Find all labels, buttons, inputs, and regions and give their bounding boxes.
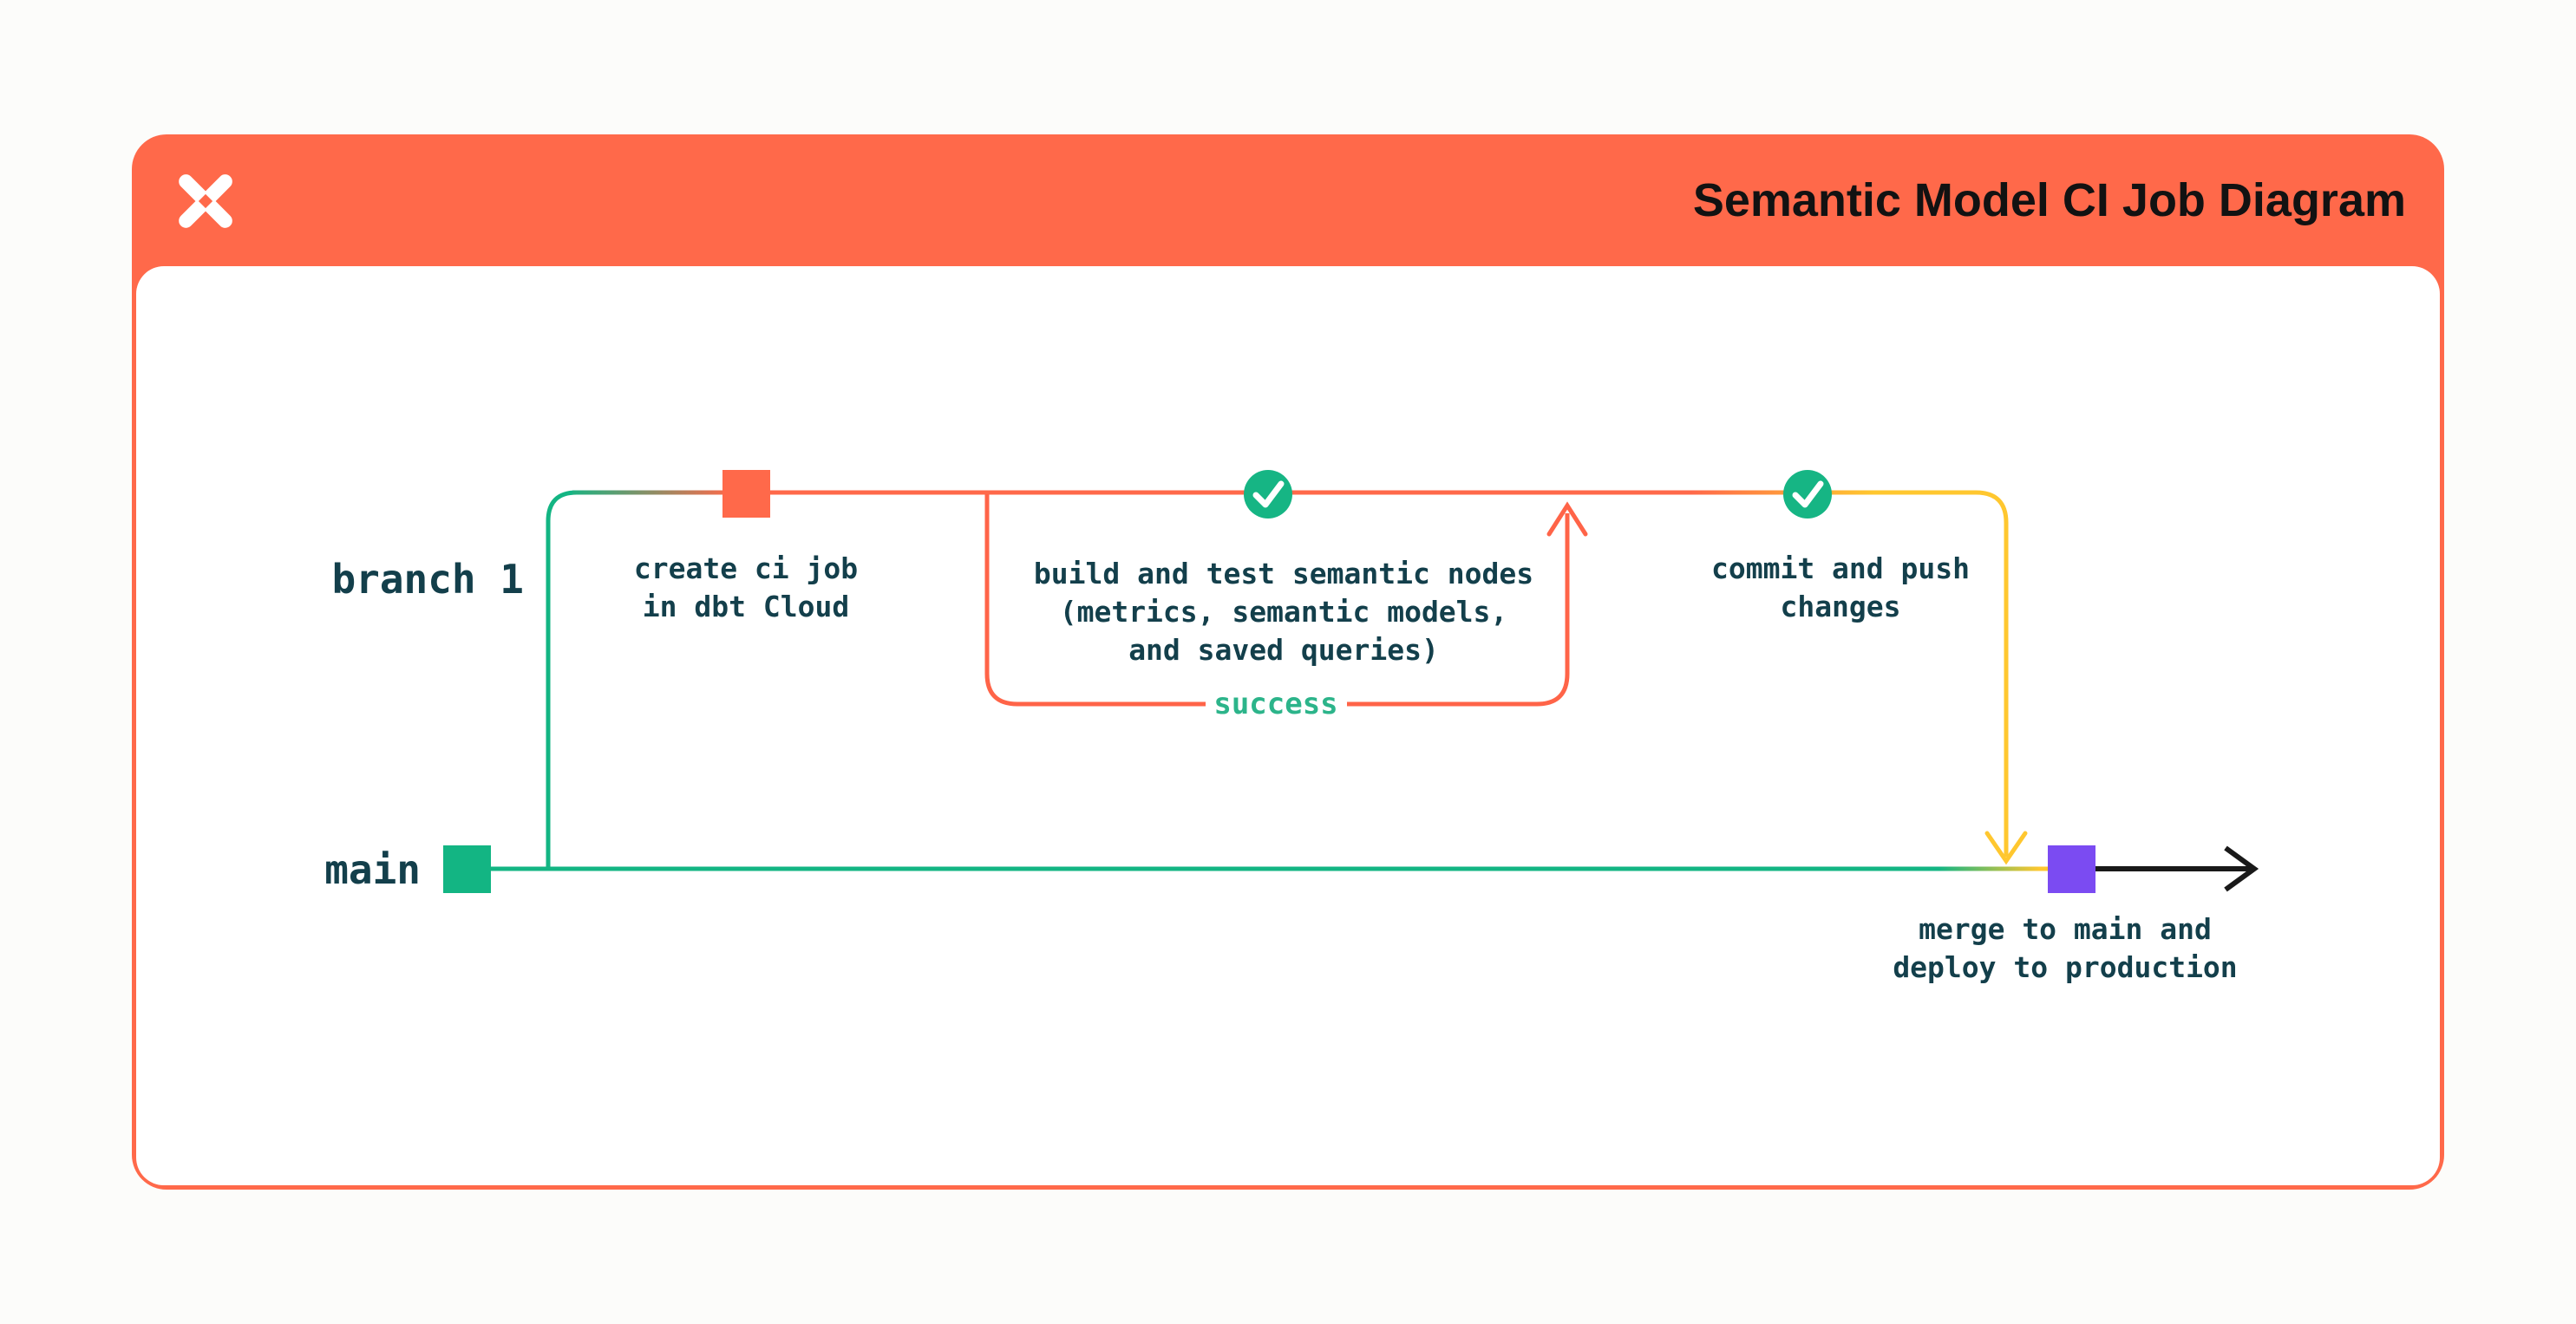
branch-1-label: branch 1 [331,556,524,603]
success-loop-right [1347,513,1570,707]
check-circle-icon [1783,470,1832,519]
success-label: success [1213,687,1338,721]
node-commit-push-label: commit and push changes [1710,551,1970,623]
merge-commit-square [2048,845,2095,893]
production-arrowhead-right-icon [2224,845,2259,892]
node-build-test-label: build and test semantic nodes (metrics, … [1033,557,1534,667]
branch-commit-square [722,470,770,518]
success-loop-arrowhead-up-icon [1546,501,1588,537]
merge-arrowhead-down-icon [1984,831,2028,865]
success-loop-left [984,494,1206,707]
dbt-logo-icon [179,174,232,228]
card-header: Semantic Model CI Job Diagram [132,134,2444,266]
main-commit-square [443,845,491,893]
branch-fork-line [546,490,578,869]
node-create-ci-job-label: create ci job in dbt Cloud [633,551,859,623]
diagram-card: Semantic Model CI Job Diagram [132,134,2444,1190]
page-title: Semantic Model CI Job Diagram [1692,174,2406,226]
merge-line-yellow [1873,490,2009,857]
node-merge-deploy-label: merge to main and deploy to production [1893,912,2238,984]
main-label: main [324,846,421,893]
check-circle-icon [1244,470,1292,519]
card-body [136,266,2440,1185]
